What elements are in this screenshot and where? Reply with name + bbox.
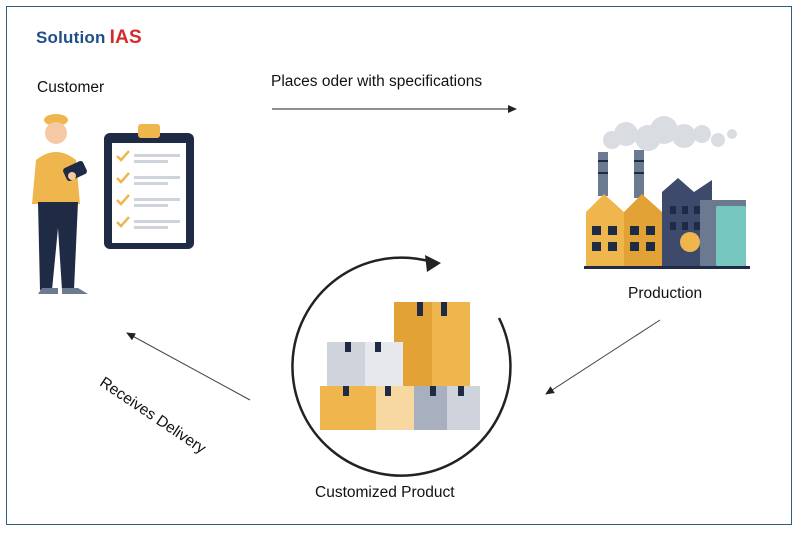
edge-delivery-arrow: [126, 332, 251, 401]
customer-illustration: [32, 114, 194, 294]
node-label-product: Customized Product: [315, 484, 455, 501]
cycle-arrowhead: [425, 255, 441, 272]
boxes-illustration: [320, 302, 480, 430]
brand-name-part2: IAS: [109, 27, 142, 48]
brand-name-part1: Solution: [36, 28, 106, 47]
cycle-ring: [291, 256, 512, 477]
edge-production-arrow: [545, 319, 661, 395]
factory-illustration: [584, 116, 750, 269]
node-label-production: Production: [628, 285, 703, 302]
node-label-customer: Customer: [37, 79, 105, 96]
edge-label-order: Places oder with specifications: [271, 73, 483, 90]
